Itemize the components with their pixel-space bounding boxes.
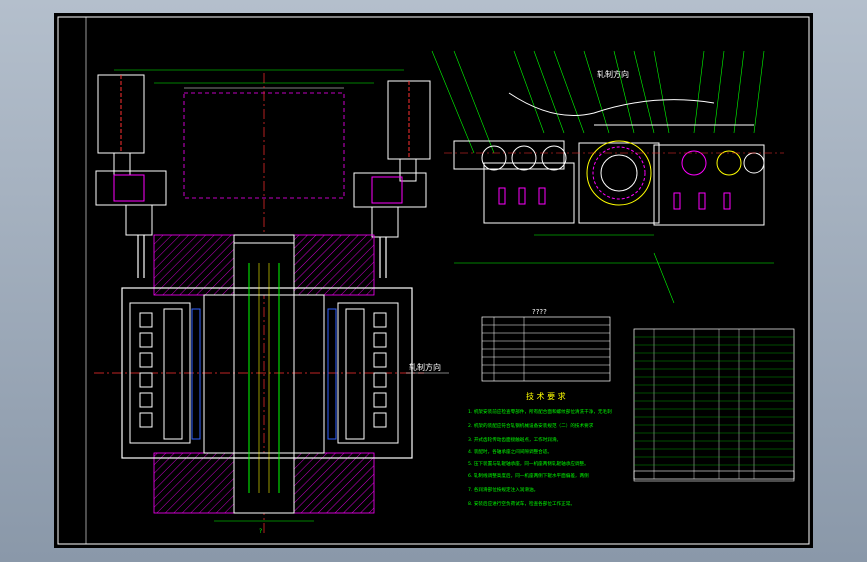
rolling-direction-label-top: 轧制方向	[597, 69, 629, 79]
tech-requirements: 技 术 要 求 1. 机架安装前应检查零部件，所有配合面和螺纹部位清洗干净，无毛…	[468, 391, 612, 507]
param-table-title: ????	[532, 308, 547, 316]
drawing-sheet: ? 轧制方向 轧制方向	[54, 13, 813, 548]
tech-req-3: 3. 开式齿轮传动齿面接触斑点，工作时润滑。	[468, 436, 561, 443]
inner-border	[85, 16, 810, 545]
tech-req-4: 4. 装配时，各轴承座之间间隙调整合适。	[468, 448, 552, 455]
tech-req-8: 8. 安装后应进行空负荷试车，检查各部位工作正常。	[468, 500, 575, 507]
tech-req-2: 2. 机架的装配应符合轧钢机械设备安装规范（二）的技术要求	[468, 422, 594, 429]
tech-req-6: 6. 轧制线调整高度后，同一机座两侧下辊水平面偏差，两侧	[468, 472, 589, 479]
tech-req-5: 5. 压下装置与轧辊轴承座，同一机座两侧轧辊轴承应调整。	[468, 460, 589, 467]
svg-text:?: ?	[259, 528, 262, 535]
parameter-table: ????	[481, 308, 611, 382]
tech-requirements-title: 技 术 要 求	[526, 391, 566, 401]
parts-list	[633, 328, 795, 482]
tech-req-1: 1. 机架安装前应检查零部件，所有配合面和螺纹部位清洗干净，无毛刺	[468, 408, 612, 415]
front-view: ?	[94, 69, 431, 535]
rolling-direction-label-left: 轧制方向	[409, 362, 441, 372]
assembly-drawing: ? 轧制方向 轧制方向	[57, 16, 810, 545]
tech-req-7: 7. 各润滑部位按规定注入润滑油。	[468, 486, 538, 493]
side-view: 轧制方向	[431, 50, 784, 304]
